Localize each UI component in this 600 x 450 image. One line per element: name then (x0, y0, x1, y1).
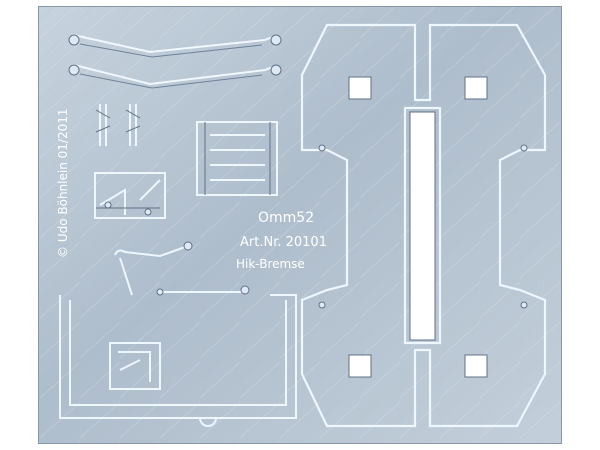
model-text: Omm52 (258, 210, 314, 226)
lower-rod-eyes (156, 241, 250, 296)
bogie-windows (348, 76, 488, 378)
bottom-frame (59, 294, 297, 427)
ladder-shadow (204, 122, 271, 195)
brake-linkage-dots (104, 201, 152, 216)
lower-rods (114, 245, 245, 296)
variant-text: Hik-Bremse (236, 257, 305, 271)
ladder-part (196, 121, 278, 196)
bottom-frame-parts (109, 342, 161, 390)
sheet-border (38, 6, 562, 444)
copyright-text: © Udo Böhnlein 01/2011 (56, 109, 70, 258)
article-text: Art.Nr. 20101 (240, 235, 327, 250)
rod-eyes (68, 34, 282, 76)
bogie-frame (300, 23, 547, 428)
small-hooks (95, 104, 141, 146)
bogie-holes (318, 144, 528, 309)
